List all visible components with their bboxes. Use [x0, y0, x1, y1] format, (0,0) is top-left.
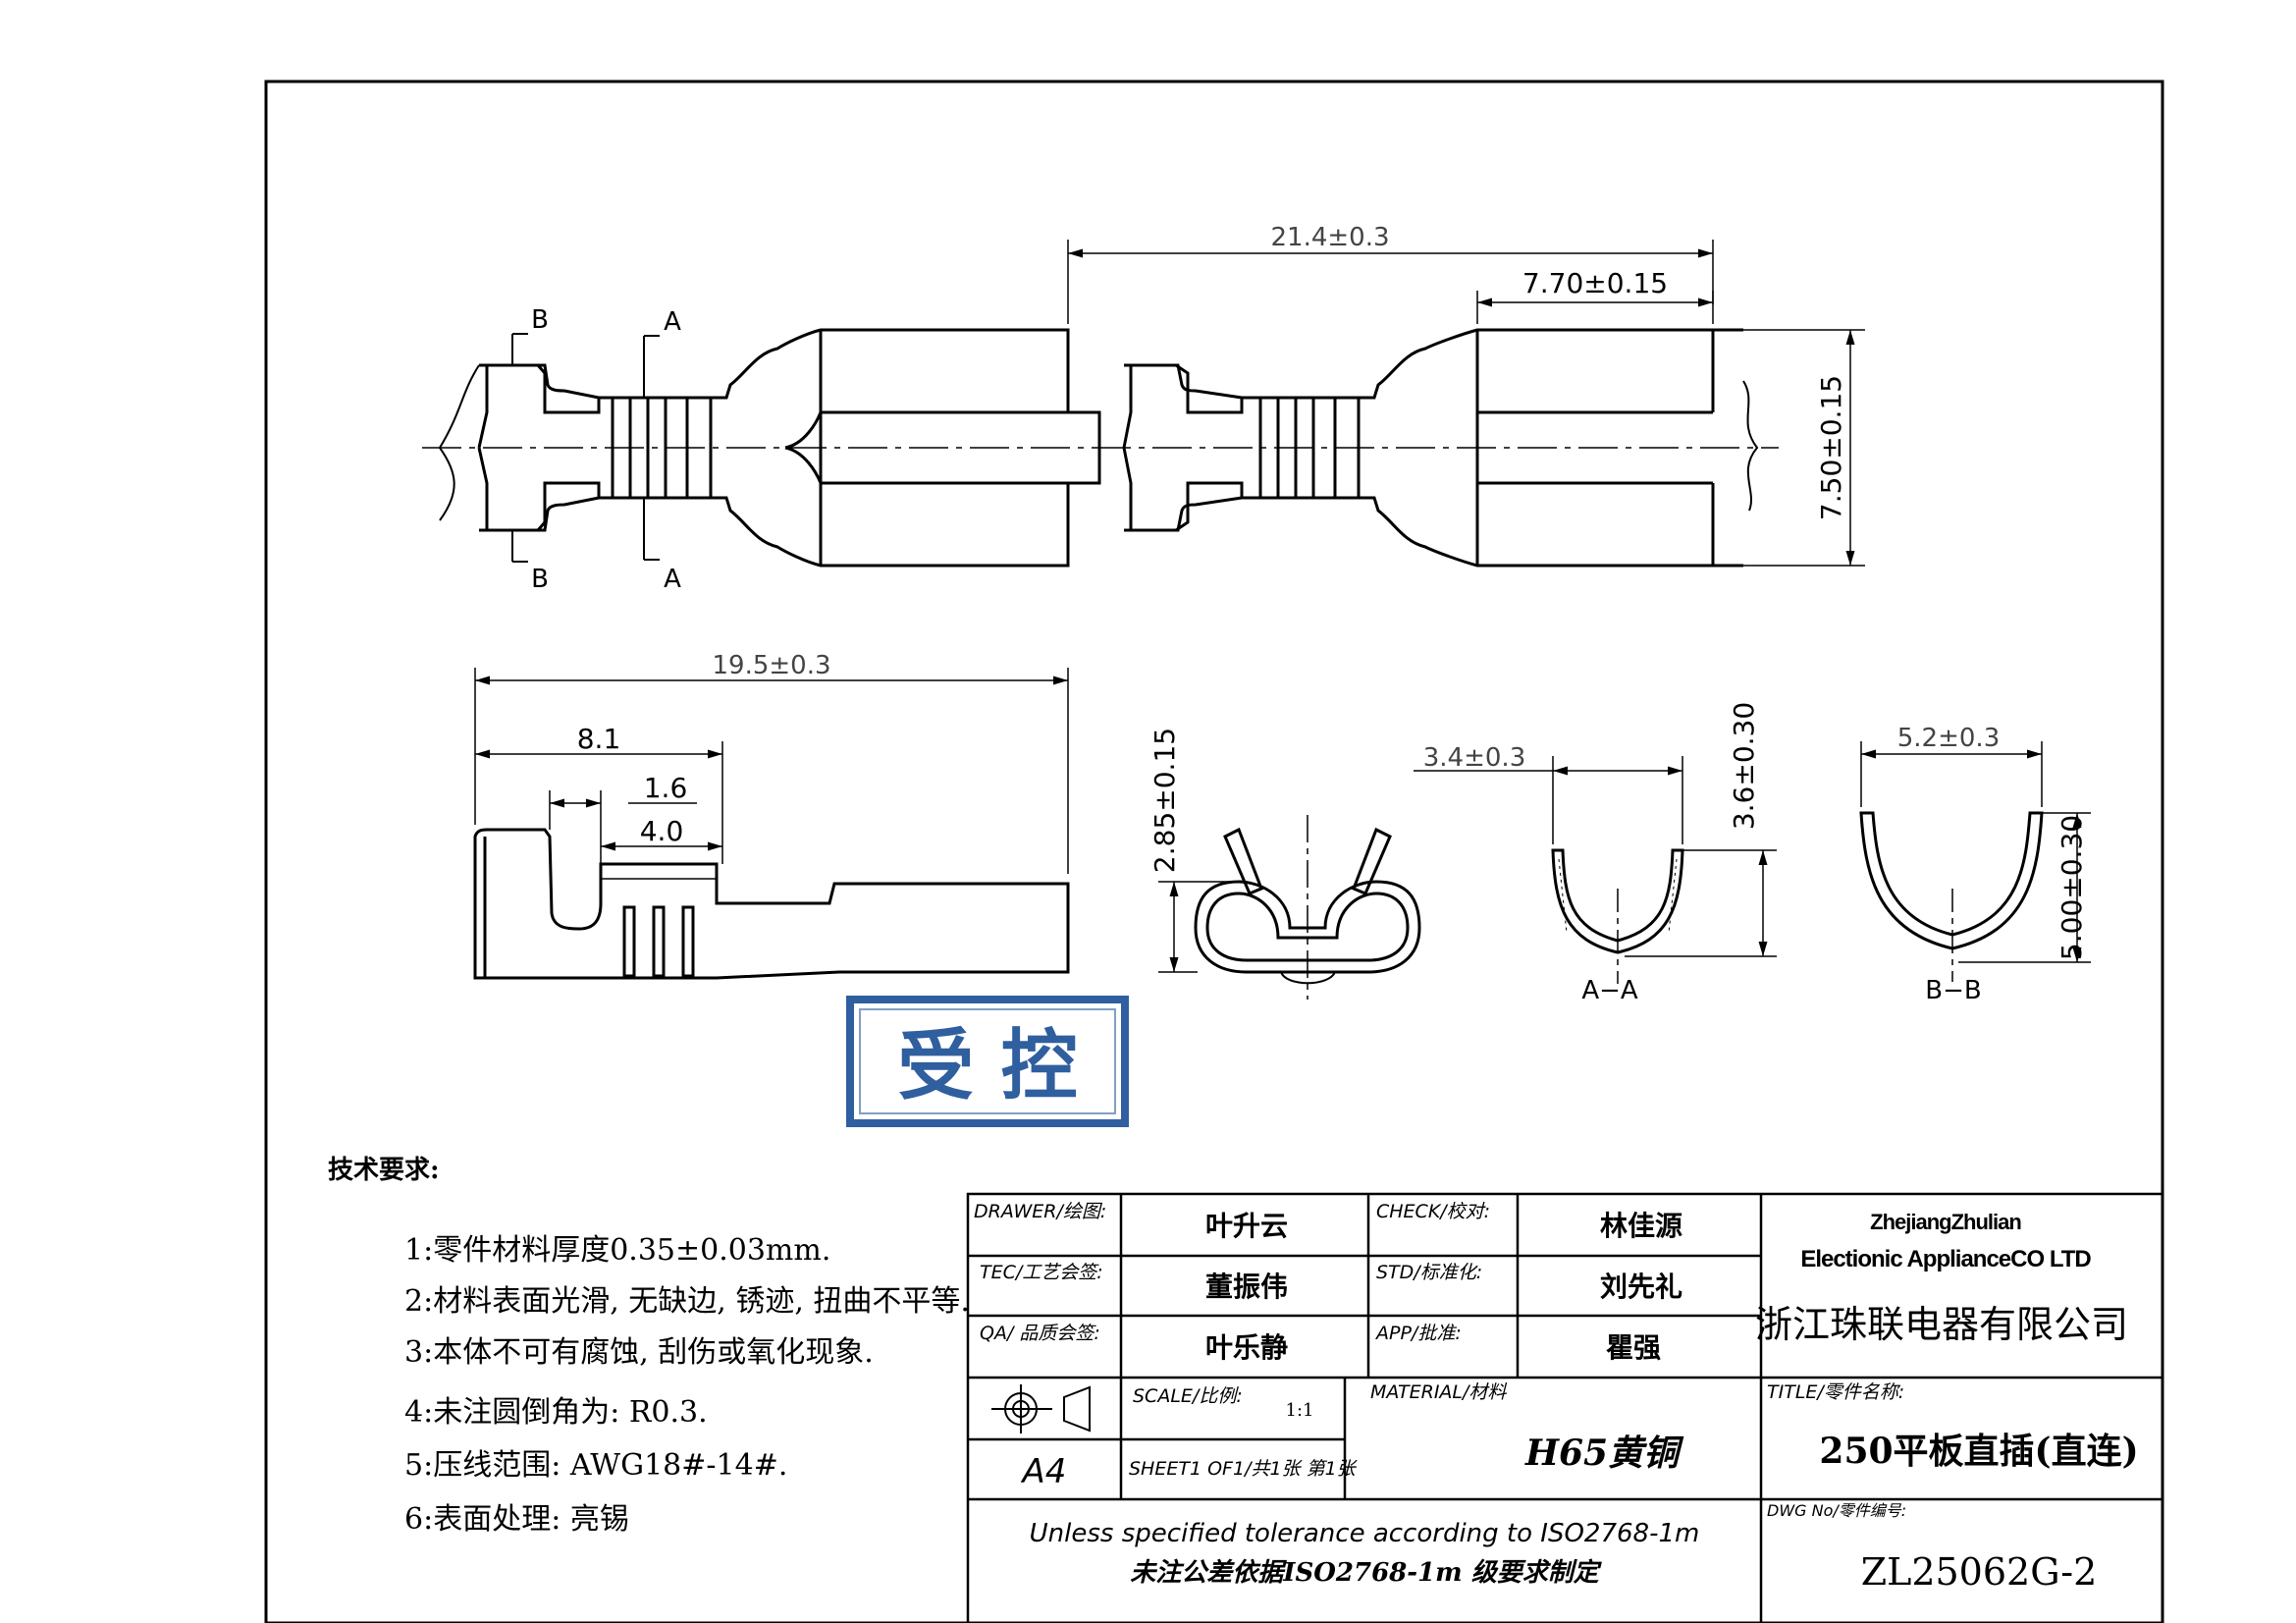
qa-label: QA/ 品质会签:: [980, 1323, 1100, 1344]
tolerance-note-en: Unless specified tolerance according to …: [1030, 1519, 1700, 1548]
requirement-item-2: 2:材料表面光滑, 无缺边, 锈迹, 扭曲不平等.: [404, 1284, 970, 1319]
company-name-cn: 浙江珠联电器有限公司: [1755, 1303, 2128, 1346]
dim-side-length: 19.5±0.3: [712, 651, 830, 680]
app-name: 瞿强: [1606, 1331, 1661, 1364]
side-dimensions: [474, 668, 1069, 874]
top-dimensions: [1067, 240, 1865, 567]
dim-bb-width: 5.2±0.3: [1897, 724, 2000, 753]
dim-aa-height: 3.6±0.30: [1728, 702, 1760, 830]
paper-size: A4: [1021, 1452, 1067, 1491]
title-block: [966, 1192, 2164, 1623]
material-label: MATERIAL/材料: [1370, 1381, 1507, 1403]
end-dimensions: [1158, 881, 1232, 973]
part-title: 250平板直插(直连): [1819, 1431, 2138, 1472]
check-name: 林佳源: [1600, 1210, 1682, 1242]
dim-overall-length: 21.4±0.3: [1270, 223, 1389, 252]
title-label: TITLE/零件名称:: [1767, 1381, 1904, 1403]
drawing-border: [264, 80, 2164, 1623]
app-label: APP/批准:: [1374, 1323, 1462, 1344]
scale-label: SCALE/比例:: [1133, 1385, 1243, 1407]
dim-contact-width: 7.50±0.15: [1815, 375, 1847, 520]
requirement-item-1: 1:零件材料厚度0.35±0.03mm.: [404, 1233, 830, 1268]
dim-contact-length: 7.70±0.15: [1522, 267, 1668, 299]
dim-bb-height: 5.00±0.30: [2056, 815, 2088, 960]
requirement-item-5: 5:压线范围: AWG18#-14#.: [404, 1448, 787, 1483]
company-name-en-2: Electionic ApplianceCO LTD: [1800, 1246, 2091, 1272]
drawing-number: ZL25062G-2: [1861, 1550, 2098, 1594]
section-aa: [1551, 848, 1684, 984]
stamp-text: 受 控: [897, 1022, 1077, 1110]
std-name: 刘先礼: [1600, 1271, 1682, 1303]
section-aa-label: A−A: [1581, 976, 1638, 1005]
drawer-label: DRAWER/绘图:: [974, 1201, 1106, 1222]
section-mark-b-bottom: B: [531, 565, 549, 594]
projection-symbol-icon: [991, 1384, 1091, 1434]
section-mark-b-top: B: [531, 305, 549, 335]
section-bb-label: B−B: [1925, 976, 1981, 1005]
company-name-en-1: ZhejiangZhulian: [1870, 1210, 2021, 1234]
aa-dimensions: [1414, 756, 1777, 957]
requirements-heading: 技术要求:: [328, 1156, 440, 1185]
qa-name: 叶乐静: [1205, 1331, 1288, 1364]
dim-side-8-1: 8.1: [577, 723, 621, 755]
requirement-item-6: 6:表面处理: 亮锡: [404, 1502, 629, 1537]
section-mark-a-top: A: [664, 307, 681, 337]
section-mark-a-bottom: A: [664, 565, 681, 594]
end-view: [1194, 815, 1421, 1000]
top-view: [422, 328, 1779, 568]
side-view: [473, 828, 1070, 980]
section-bb: [1859, 811, 2044, 982]
check-label: CHECK/校对:: [1376, 1201, 1490, 1222]
dim-side-1-6: 1.6: [644, 772, 688, 804]
dim-side-4-0: 4.0: [640, 815, 684, 847]
std-label: STD/标准化:: [1376, 1262, 1482, 1283]
dim-end-height: 2.85±0.15: [1148, 728, 1181, 873]
tec-name: 董振伟: [1205, 1271, 1288, 1303]
requirement-item-3: 3:本体不可有腐蚀, 刮伤或氧化现象.: [404, 1335, 874, 1370]
material-value: H65黄铜: [1524, 1433, 1684, 1474]
sheet-info: SHEET1 OF1/共1张 第1张: [1129, 1458, 1359, 1480]
scale-value: 1:1: [1286, 1400, 1314, 1421]
controlled-stamp: 受 控: [846, 996, 1129, 1127]
tec-label: TEC/工艺会签:: [980, 1262, 1103, 1283]
requirement-item-4: 4:未注圆倒角为: R0.3.: [404, 1395, 708, 1430]
drawer-name: 叶升云: [1205, 1210, 1288, 1242]
dim-aa-width: 3.4±0.3: [1423, 743, 1525, 773]
bb-dimensions: [1860, 741, 2091, 963]
dwg-label: DWG No/零件编号:: [1767, 1501, 1906, 1520]
tolerance-note-cn: 未注公差依据ISO2768-1m 级要求制定: [1130, 1558, 1602, 1588]
